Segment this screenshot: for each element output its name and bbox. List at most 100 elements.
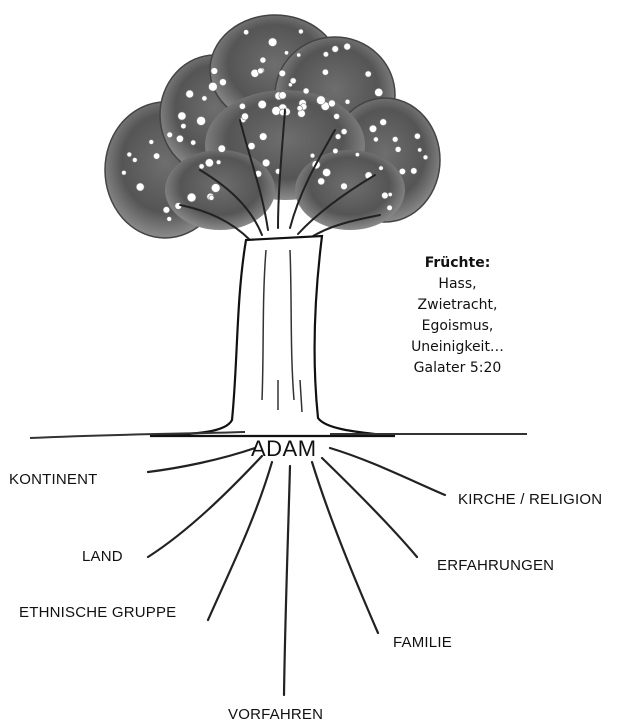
blossom bbox=[149, 140, 154, 145]
blossom bbox=[199, 164, 204, 169]
blossom bbox=[355, 153, 359, 157]
blossom bbox=[392, 136, 398, 142]
fruit-item: Uneinigkeit… bbox=[385, 337, 530, 358]
blossom bbox=[176, 135, 183, 142]
fruit-item: Galater 5:20 bbox=[385, 358, 530, 379]
blossom bbox=[323, 52, 328, 57]
blossom bbox=[258, 68, 264, 74]
blossom bbox=[335, 134, 341, 140]
blossom bbox=[178, 112, 186, 120]
blossom bbox=[375, 88, 383, 96]
blossom bbox=[310, 153, 315, 158]
label-erfahrungen: ERFAHRUNGEN bbox=[437, 557, 554, 574]
blossom bbox=[322, 69, 328, 75]
center-label-adam: ADAM bbox=[251, 436, 317, 462]
blossom bbox=[299, 29, 304, 34]
root-kirche bbox=[330, 448, 445, 495]
blossom bbox=[242, 113, 249, 120]
fruits-box: Früchte: Hass, Zwietracht, Egoismus, Une… bbox=[385, 253, 530, 379]
blossom bbox=[167, 217, 172, 222]
blossom bbox=[297, 53, 301, 57]
blossom bbox=[341, 183, 348, 190]
fruits-title: Früchte: bbox=[385, 253, 530, 274]
blossom bbox=[284, 51, 288, 55]
root-kontinent bbox=[148, 448, 255, 472]
blossom bbox=[186, 90, 194, 98]
blossom bbox=[334, 113, 340, 119]
blossom bbox=[279, 92, 286, 99]
blossom bbox=[181, 123, 186, 128]
blossom bbox=[344, 43, 351, 50]
blossom bbox=[345, 99, 350, 104]
blossom bbox=[317, 96, 326, 105]
tree-crown bbox=[105, 15, 440, 238]
blossom bbox=[369, 125, 376, 132]
blossom bbox=[244, 30, 249, 35]
blossom bbox=[411, 168, 417, 174]
blossom bbox=[136, 183, 144, 191]
blossom bbox=[328, 100, 335, 107]
fruit-item: Egoismus, bbox=[385, 316, 530, 337]
blossom bbox=[279, 70, 286, 77]
blossom bbox=[211, 184, 220, 193]
blossom bbox=[387, 205, 393, 211]
blossom bbox=[395, 146, 401, 152]
tree-trunk bbox=[150, 236, 395, 436]
root-land bbox=[148, 456, 262, 557]
blossom bbox=[127, 152, 132, 157]
blossom bbox=[303, 88, 309, 94]
label-vorfahren: VORFAHREN bbox=[228, 706, 323, 723]
blossom bbox=[167, 132, 173, 138]
blossom bbox=[209, 195, 214, 200]
blossom bbox=[132, 158, 137, 163]
label-ethnische-gruppe: ETHNISCHE GRUPPE bbox=[19, 604, 176, 621]
blossom bbox=[318, 178, 325, 185]
blossom bbox=[323, 168, 331, 176]
label-land: LAND bbox=[82, 548, 123, 565]
root-familie bbox=[312, 462, 378, 633]
label-kontinent: KONTINENT bbox=[9, 471, 97, 488]
blossom bbox=[248, 143, 255, 150]
blossom bbox=[209, 82, 218, 91]
blossom bbox=[268, 38, 277, 47]
blossom bbox=[122, 170, 127, 175]
blossom bbox=[382, 192, 389, 199]
blossom bbox=[239, 103, 245, 109]
root-vorfahren bbox=[284, 466, 290, 695]
tree-roots bbox=[148, 448, 445, 695]
root-ethnische-gruppe bbox=[208, 462, 272, 620]
root-erfahrungen bbox=[322, 458, 417, 557]
blossom bbox=[333, 148, 338, 153]
fruit-item: Zwietracht, bbox=[385, 295, 530, 316]
blossom bbox=[219, 79, 226, 86]
blossom bbox=[388, 192, 392, 196]
label-familie: FAMILIE bbox=[393, 634, 452, 651]
blossom bbox=[211, 68, 218, 75]
blossom bbox=[418, 148, 422, 152]
blossom bbox=[423, 155, 428, 160]
blossom bbox=[163, 207, 170, 214]
blossom bbox=[399, 168, 405, 174]
blossom bbox=[365, 71, 371, 77]
blossom bbox=[272, 107, 281, 116]
blossom bbox=[332, 46, 339, 53]
blossom bbox=[202, 96, 207, 101]
blossom bbox=[259, 133, 267, 141]
fruit-item: Hass, bbox=[385, 274, 530, 295]
blossom bbox=[290, 78, 296, 84]
blossom bbox=[341, 129, 347, 135]
blossom bbox=[380, 119, 387, 126]
blossom bbox=[297, 106, 302, 111]
label-kirche-religion: KIRCHE / RELIGION bbox=[458, 491, 602, 508]
blossom bbox=[218, 145, 225, 152]
blossom bbox=[187, 193, 196, 202]
blossom bbox=[414, 133, 420, 139]
blossom bbox=[197, 116, 206, 125]
blossom bbox=[258, 100, 266, 108]
blossom bbox=[373, 137, 378, 142]
blossom bbox=[153, 153, 159, 159]
blossom bbox=[191, 140, 196, 145]
blossom bbox=[205, 159, 213, 167]
blossom bbox=[260, 57, 266, 63]
blossom bbox=[262, 159, 270, 167]
